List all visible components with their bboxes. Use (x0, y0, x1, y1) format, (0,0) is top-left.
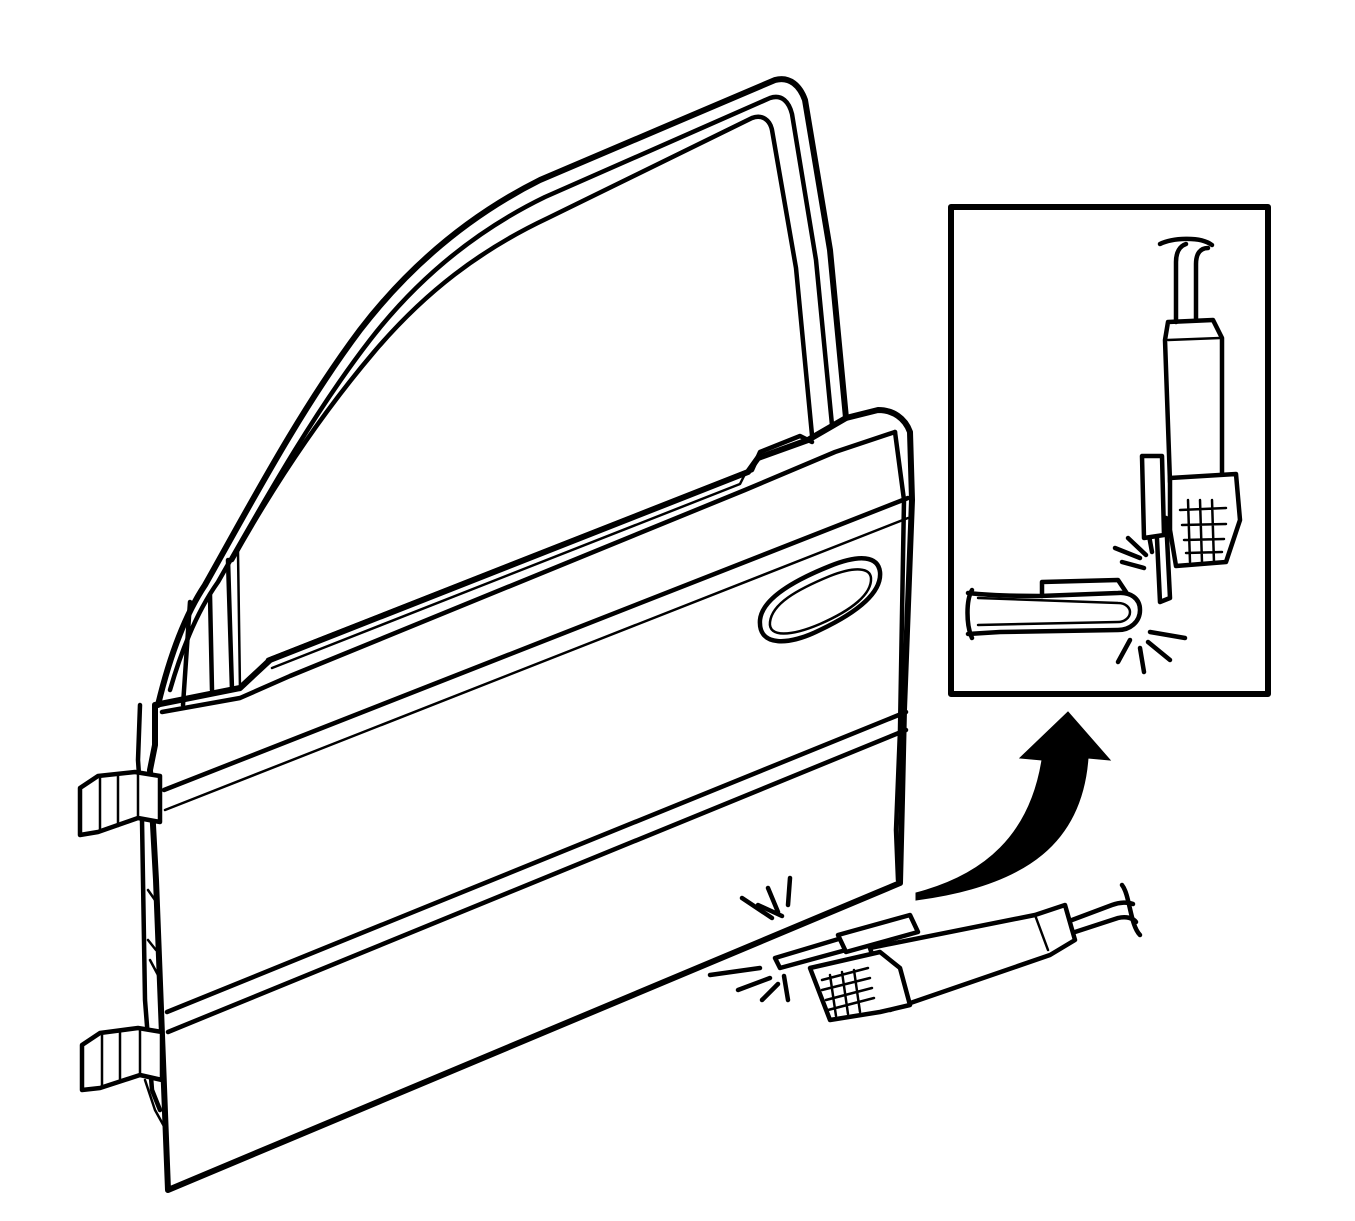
hinge-upper-detail (98, 772, 140, 832)
callout-arrow (915, 711, 1112, 901)
hinge-upper (77, 769, 163, 838)
impact-marks-lower (707, 965, 791, 1003)
window-frame-outer (155, 76, 849, 708)
inset-tool-cable (1173, 241, 1189, 325)
window-glass-edge (229, 114, 815, 563)
window-frame-inner-1 (167, 94, 835, 693)
inset-panel-left-cap (965, 587, 975, 641)
tool-cable-end (1119, 882, 1143, 938)
trim-removal-tool (707, 875, 1143, 1023)
inset-tool-comb-teeth (1178, 498, 1228, 564)
inset-panel-tab (1039, 577, 1129, 599)
front-division-post-2 (207, 592, 215, 693)
impact-marks-upper (739, 875, 793, 921)
inset-panel-inner (976, 596, 1132, 627)
door-handle-inner (768, 568, 873, 635)
hinge-upper-body (77, 769, 163, 838)
detail-inset (948, 204, 1271, 697)
inset-tool-cable-2 (1193, 245, 1211, 323)
door-skin-outline (147, 407, 915, 1193)
body-crease-upper (161, 495, 911, 793)
door-top-edge (159, 429, 898, 715)
body-crease-upper-2 (163, 516, 910, 812)
hinge-lower-detail (100, 1028, 142, 1088)
door-handle-recess (757, 556, 883, 644)
tool-comb-teeth (820, 966, 876, 1018)
door-front-jamb-vents (146, 888, 160, 977)
inset-panel-edge (965, 590, 1143, 637)
door-front-jamb (135, 702, 163, 1113)
hinge-lower-bracket (143, 1078, 167, 1130)
inset-tool-clip (1139, 453, 1167, 541)
tool-cable (1069, 900, 1136, 923)
window-frame (155, 76, 849, 708)
inset-impact-marks-lower (1115, 629, 1188, 675)
inset-tool-handle (1162, 317, 1225, 485)
tool-clip (835, 912, 921, 955)
tool-handle-band (1033, 913, 1050, 952)
front-division-post (180, 599, 193, 708)
body-side-molding-top (164, 709, 909, 1015)
inset-tool-cable-end (1157, 236, 1215, 248)
door-rear-edge (892, 429, 907, 883)
hinge-lower (79, 1025, 167, 1130)
front-division-post-3 (225, 557, 235, 693)
inset-tool-comb (1167, 471, 1243, 569)
door-shell (135, 407, 915, 1193)
door-handle-outer (757, 556, 883, 644)
inset-impact-marks-upper (1112, 527, 1155, 571)
inset-tool-handle-band (1166, 336, 1222, 342)
tool-cable-2 (1072, 914, 1139, 935)
callout-arrow-shape (915, 711, 1112, 901)
body-side-molding-bottom (165, 727, 909, 1035)
front-division-post-4 (236, 550, 242, 692)
